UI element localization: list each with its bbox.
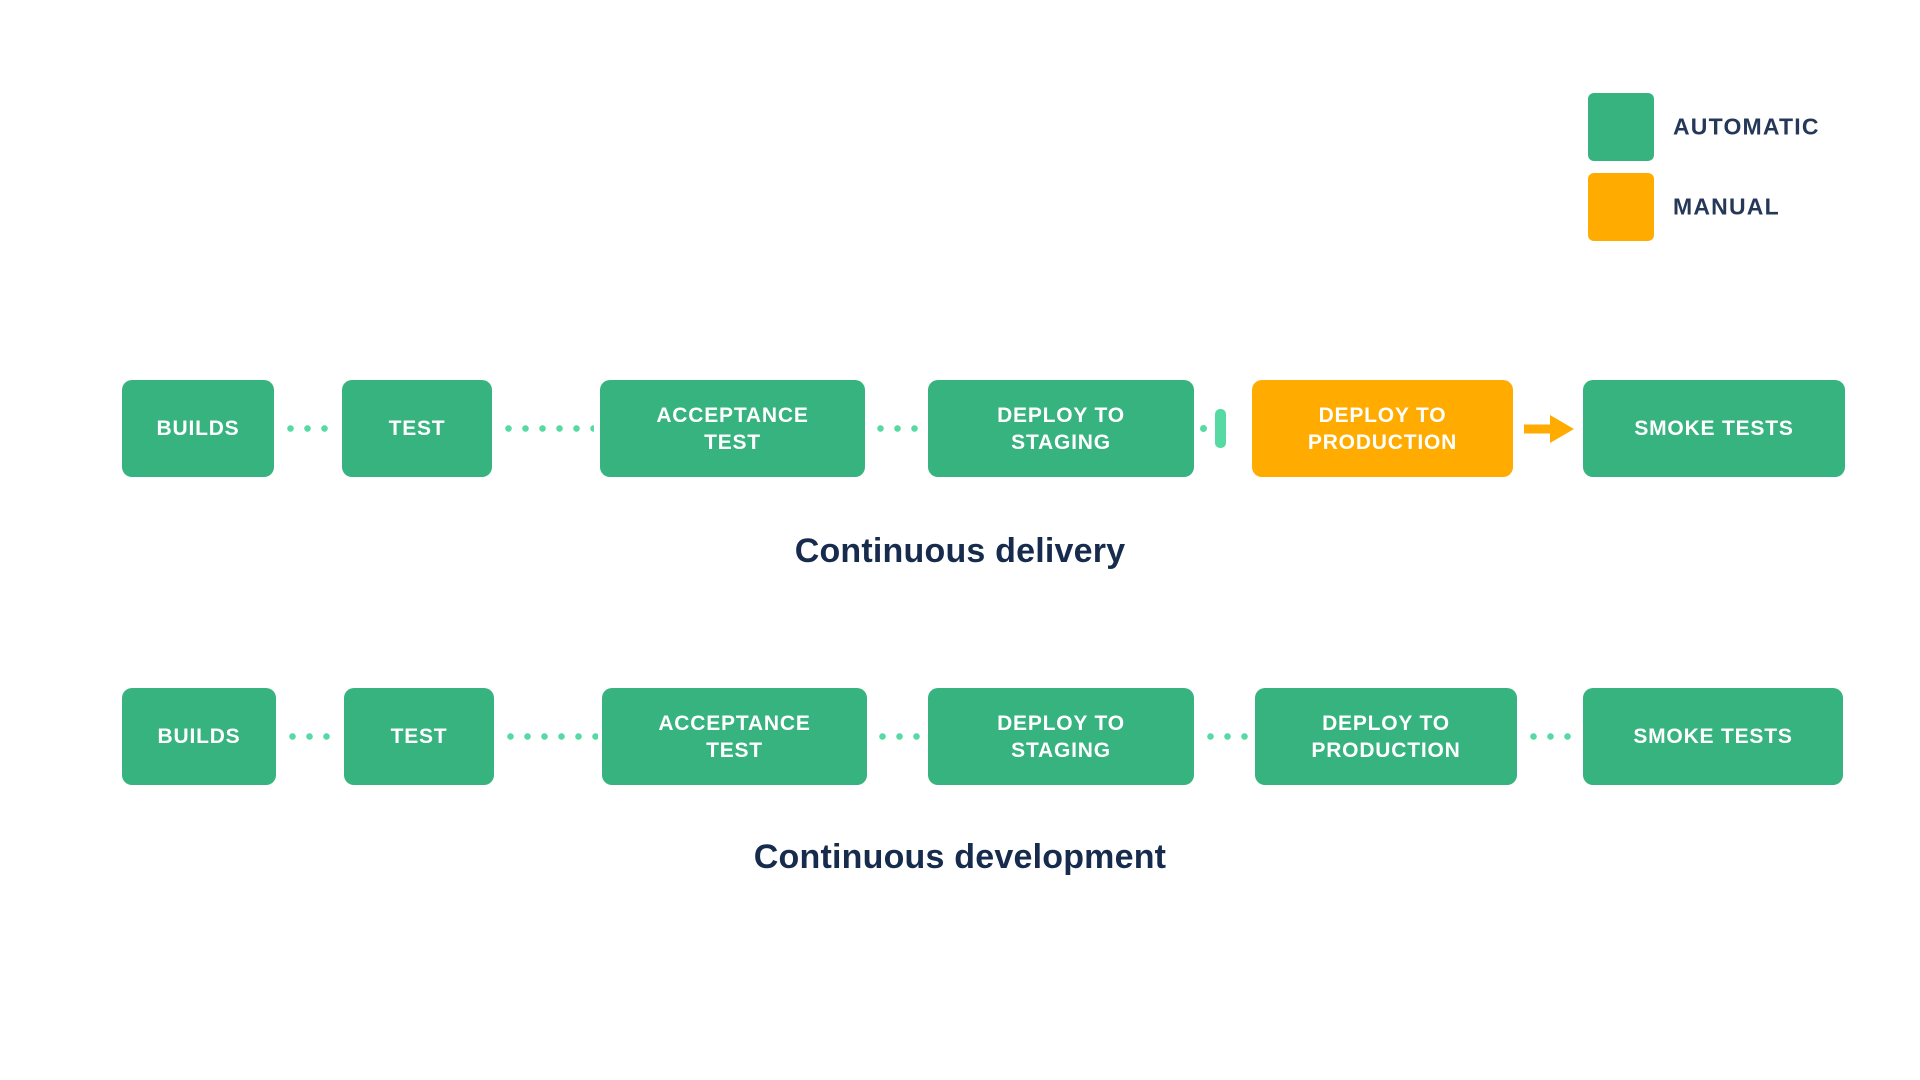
gate-dot-icon <box>1200 425 1207 432</box>
manual-color-swatch <box>1588 173 1654 241</box>
dotted-connector <box>502 733 598 740</box>
dotted-connector <box>500 425 594 432</box>
step-label: ACCEPTANCE TEST <box>656 403 809 454</box>
step-deploy-to-staging: DEPLOY TO STAGING <box>928 380 1194 477</box>
step-label: SMOKE TESTS <box>1634 417 1794 440</box>
step-builds: BUILDS <box>122 688 276 785</box>
step-deploy-to-production: DEPLOY TO PRODUCTION <box>1255 688 1517 785</box>
step-label: DEPLOY TO STAGING <box>997 403 1125 454</box>
step-acceptance-test: ACCEPTANCE TEST <box>600 380 865 477</box>
dotted-connector <box>874 733 924 740</box>
step-label: SMOKE TESTS <box>1633 725 1793 748</box>
dotted-connector <box>284 733 340 740</box>
legend-label-manual: MANUAL <box>1673 193 1780 220</box>
dotted-connector <box>1202 733 1252 740</box>
step-label: BUILDS <box>157 725 241 748</box>
dotted-connector <box>872 425 922 432</box>
pipeline-continuous-delivery: BUILDS TEST ACCEPTANCE TEST DEPLOY TO ST… <box>0 380 1920 477</box>
step-label: DEPLOY TO PRODUCTION <box>1311 711 1461 762</box>
pipeline-title-continuous-development: Continuous development <box>753 838 1167 876</box>
step-label: DEPLOY TO PRODUCTION <box>1307 403 1458 454</box>
step-builds: BUILDS <box>122 380 274 477</box>
step-label: TEST <box>390 725 448 748</box>
pipeline-continuous-development: BUILDS TEST ACCEPTANCE TEST DEPLOY TO ST… <box>0 688 1920 785</box>
automatic-color-swatch <box>1588 93 1654 161</box>
pipeline-title-continuous-delivery: Continuous delivery <box>794 532 1126 570</box>
step-acceptance-test: ACCEPTANCE TEST <box>602 688 867 785</box>
step-label: ACCEPTANCE TEST <box>658 711 811 762</box>
step-label: TEST <box>388 417 446 440</box>
step-deploy-to-production: DEPLOY TO PRODUCTION <box>1252 380 1513 477</box>
step-smoke-tests: SMOKE TESTS <box>1583 380 1845 477</box>
step-test: TEST <box>342 380 492 477</box>
dotted-connector <box>1525 733 1575 740</box>
step-test: TEST <box>344 688 494 785</box>
step-label: BUILDS <box>156 417 240 440</box>
dotted-connector <box>282 425 338 432</box>
step-smoke-tests: SMOKE TESTS <box>1583 688 1843 785</box>
legend-label-automatic: AUTOMATIC <box>1673 113 1820 140</box>
step-deploy-to-staging: DEPLOY TO STAGING <box>928 688 1194 785</box>
manual-gate-pause-icon <box>1215 409 1226 448</box>
manual-arrow-icon <box>1524 415 1574 443</box>
step-label: DEPLOY TO STAGING <box>997 711 1125 762</box>
